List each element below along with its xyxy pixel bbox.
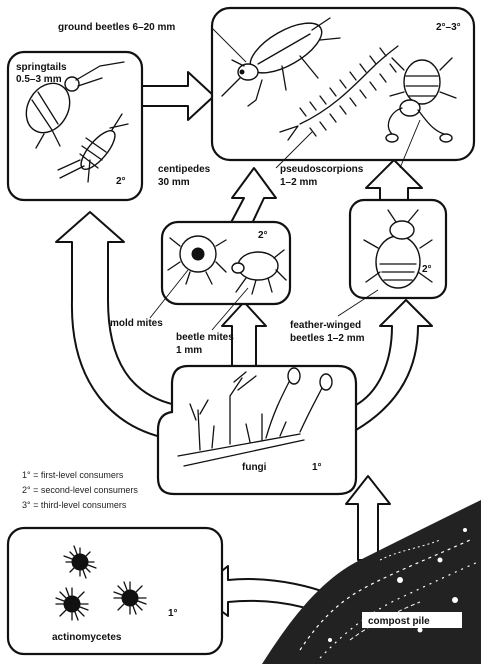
- label-level-springtails: 2°: [116, 176, 126, 187]
- label-springtails-size: 0.5–3 mm: [16, 74, 62, 85]
- label-level-featherwing: 2°: [422, 264, 432, 275]
- legend-line-2: 2° = second-level consumers: [22, 485, 138, 495]
- actinomycete-colony-3: [56, 588, 88, 620]
- label-ground-beetles: ground beetles 6–20 mm: [58, 22, 175, 33]
- label-level-mites: 2°: [258, 230, 268, 241]
- label-compost-pile: compost pile: [368, 616, 430, 627]
- legend-line-3: 3° = third-level consumers: [22, 500, 127, 510]
- label-level-fungi: 1°: [312, 462, 322, 473]
- arrow-fungi-to-featherwing: [350, 300, 432, 430]
- arrow-springtails-to-top: [140, 72, 214, 120]
- label-level-top: 2°–3°: [436, 22, 461, 33]
- label-beetle-mites-size: 1 mm: [176, 345, 202, 356]
- label-actinomycetes: actinomycetes: [52, 632, 122, 643]
- label-level-actinomycetes: 1°: [168, 608, 178, 619]
- label-centipedes: centipedes: [158, 164, 211, 175]
- legend-line-1: 1° = first-level consumers: [22, 470, 124, 480]
- label-beetle-mites: beetle mites: [176, 332, 234, 343]
- label-feather-winged: feather-winged: [290, 320, 361, 331]
- label-mold-mites: mold mites: [110, 318, 163, 329]
- label-springtails: springtails: [16, 62, 67, 73]
- actinomycete-colony-2: [114, 582, 146, 614]
- label-pseudoscorpions-size: 1–2 mm: [280, 177, 317, 188]
- label-fungi: fungi: [242, 462, 267, 473]
- label-pseudoscorpions: pseudoscorpions: [280, 164, 364, 175]
- label-feather-winged-size: beetles 1–2 mm: [290, 333, 365, 344]
- label-centipedes-size: 30 mm: [158, 177, 190, 188]
